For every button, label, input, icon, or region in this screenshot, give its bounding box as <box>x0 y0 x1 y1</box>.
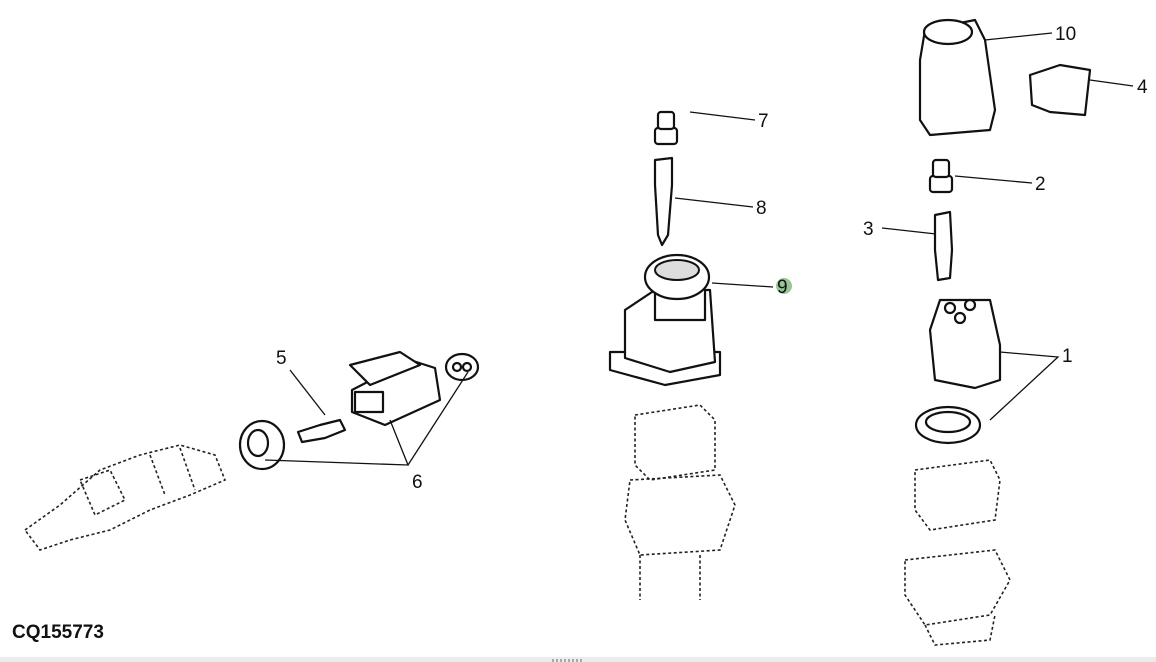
connector-1 <box>928 298 1002 390</box>
callout-3: 3 <box>863 219 874 240</box>
sensor-right <box>904 459 1011 646</box>
callout-8: 8 <box>756 198 767 219</box>
connector-9 <box>608 253 722 387</box>
seal-7 <box>653 110 679 146</box>
connector-6 <box>348 350 442 427</box>
seal-grommet-right <box>444 352 480 382</box>
callout-6: 6 <box>412 472 423 493</box>
callout-10: 10 <box>1055 24 1076 45</box>
resize-handle[interactable] <box>552 659 582 662</box>
callout-2: 2 <box>1035 174 1046 195</box>
sensor-middle <box>624 404 736 600</box>
leader-lines <box>264 32 1134 466</box>
callout-9[interactable]: 9 <box>777 277 788 298</box>
figure-id-label: CQ155773 <box>12 622 104 643</box>
seal-grommet-left <box>238 419 286 471</box>
terminal-3 <box>933 210 954 282</box>
clip-4 <box>1028 63 1092 117</box>
callout-1: 1 <box>1062 346 1073 367</box>
callout-9-highlight <box>776 278 792 294</box>
housing-10 <box>918 18 997 137</box>
seal-2 <box>928 158 954 194</box>
terminal-5 <box>296 418 347 444</box>
callout-7: 7 <box>758 111 769 132</box>
callout-4: 4 <box>1137 77 1148 98</box>
callout-5: 5 <box>276 348 287 369</box>
oxygen-sensor <box>23 444 227 551</box>
terminal-8 <box>653 156 674 247</box>
gasket-1 <box>914 405 982 445</box>
